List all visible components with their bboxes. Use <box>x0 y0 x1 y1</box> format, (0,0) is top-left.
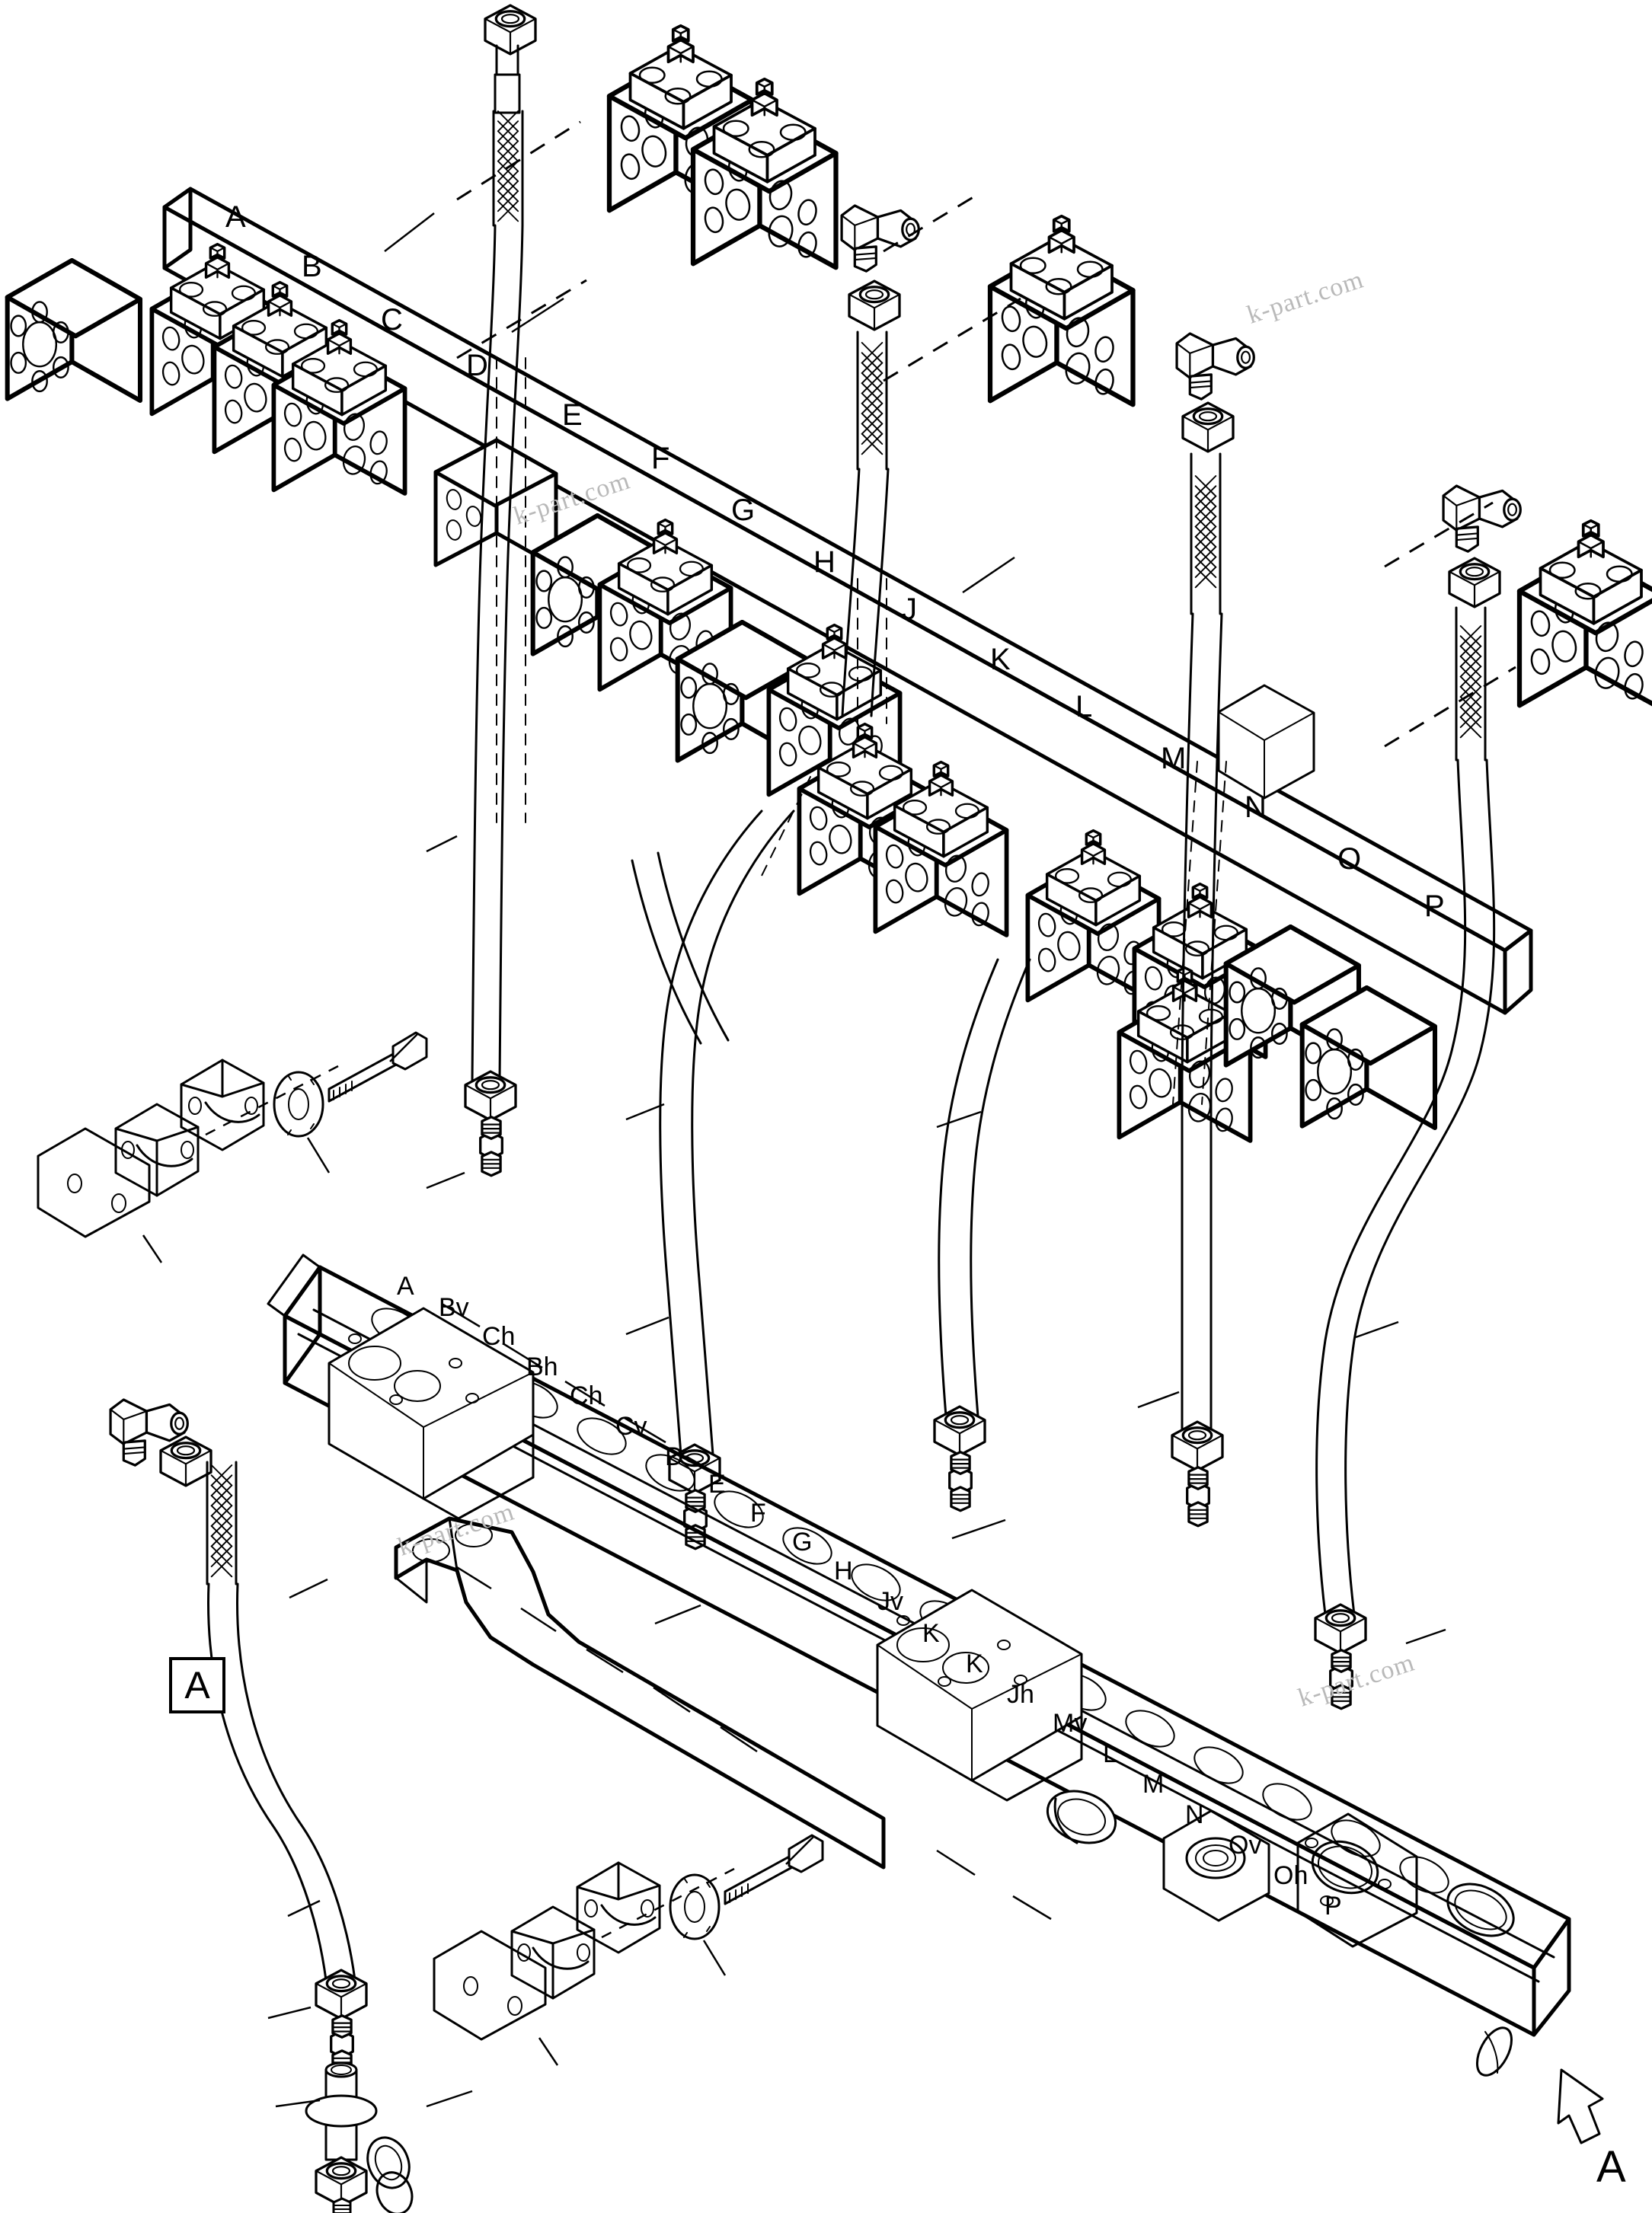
upper-label-p: P <box>1424 889 1445 923</box>
leader-lines <box>289 835 1446 1645</box>
upper-manifold-bar <box>162 187 1533 1015</box>
clamp-assembly-2 <box>433 1834 824 2066</box>
washer-1 <box>273 1071 324 1138</box>
tube-section <box>305 2061 378 2161</box>
upper-label-d: D <box>466 349 488 382</box>
detached-valve-block-4 <box>1519 521 1652 710</box>
lower-label-oh: Oh <box>1273 1861 1308 1890</box>
upper-label-c: C <box>381 303 403 337</box>
hose-stubs <box>631 851 730 1045</box>
upper-label-n: N <box>1245 790 1267 824</box>
lower-label-jh: Jh <box>1007 1680 1034 1709</box>
bottom-left-hose-assembly <box>109 1398 473 2213</box>
bolt-1 <box>328 1031 428 1103</box>
upper-label-l: L <box>1075 690 1093 723</box>
boss-cylinder-1 <box>1046 1790 1117 1844</box>
upper-valve-block-row <box>152 244 404 493</box>
section-label-box: A <box>169 1657 225 1713</box>
lower-label-a: A <box>397 1272 414 1301</box>
section-view-arrow <box>1557 2068 1604 2144</box>
view-arrow-label: A <box>1596 2142 1626 2192</box>
lower-label-cv: Cv <box>615 1412 647 1441</box>
lower-label-f: F <box>750 1499 766 1528</box>
lower-label-ov: Ov <box>1229 1831 1262 1860</box>
support-bracket <box>394 1516 886 1870</box>
upper-label-k: K <box>990 643 1011 676</box>
lower-label-e: E <box>708 1470 726 1499</box>
hose-assembly-1 <box>464 4 537 1177</box>
lower-label-ch2: Ch <box>570 1381 603 1410</box>
hose-assembly-4 <box>1314 484 1522 1710</box>
lower-bar-leaders <box>441 1302 1052 1921</box>
clamp-assembly-1 <box>37 1031 428 1263</box>
upper-label-g: G <box>731 493 756 527</box>
lower-bar-port-plate <box>1296 1812 1418 1948</box>
lower-label-bh: Bh <box>526 1352 558 1381</box>
upper-label-h: H <box>813 545 836 579</box>
lower-label-mv: Mv <box>1053 1709 1088 1738</box>
bolt-2 <box>724 1834 824 1905</box>
lower-label-l: L <box>1103 1739 1117 1768</box>
lower-label-k1: K <box>922 1619 940 1648</box>
lower-label-ch1: Ch <box>482 1322 516 1351</box>
upper-label-b: B <box>302 250 322 283</box>
hose-assembly-6 <box>933 958 1031 1512</box>
upper-label-f: F <box>651 442 670 475</box>
upper-label-o: O <box>1337 842 1362 876</box>
upper-label-a: A <box>225 200 246 234</box>
boss-cylinder-2 <box>1162 1809 1270 1922</box>
lower-mount-block-left <box>328 1307 535 1520</box>
lower-label-p: P <box>1324 1892 1342 1921</box>
end-plate-left <box>8 260 140 401</box>
upper-label-e: E <box>562 398 583 432</box>
lower-label-g: G <box>792 1528 813 1557</box>
detached-valve-block-3 <box>990 216 1133 405</box>
lower-mount-block-right <box>876 1589 1083 1802</box>
lower-label-m: M <box>1142 1770 1165 1799</box>
lower-label-bv: Bv <box>439 1293 469 1322</box>
assembly-path-lines <box>456 120 1516 748</box>
lower-label-k2: K <box>966 1649 983 1678</box>
hose-assembly-5 <box>659 810 795 1550</box>
upper-label-m: M <box>1161 742 1187 775</box>
upper-label-j: J <box>902 592 917 626</box>
hose-assembly-3 <box>1171 332 1255 1528</box>
washer-2 <box>669 1873 721 1940</box>
lower-label-d: D <box>665 1442 684 1471</box>
lower-label-n: N <box>1185 1800 1204 1829</box>
lower-label-jv: Jv <box>877 1587 903 1616</box>
alignment-lines <box>496 357 1227 1105</box>
end-slot <box>1475 2026 1513 2077</box>
riser-block-m <box>1217 684 1315 800</box>
o-ring <box>366 2136 414 2213</box>
hose-assembly-2 <box>840 204 920 717</box>
lower-label-h: H <box>834 1557 853 1586</box>
